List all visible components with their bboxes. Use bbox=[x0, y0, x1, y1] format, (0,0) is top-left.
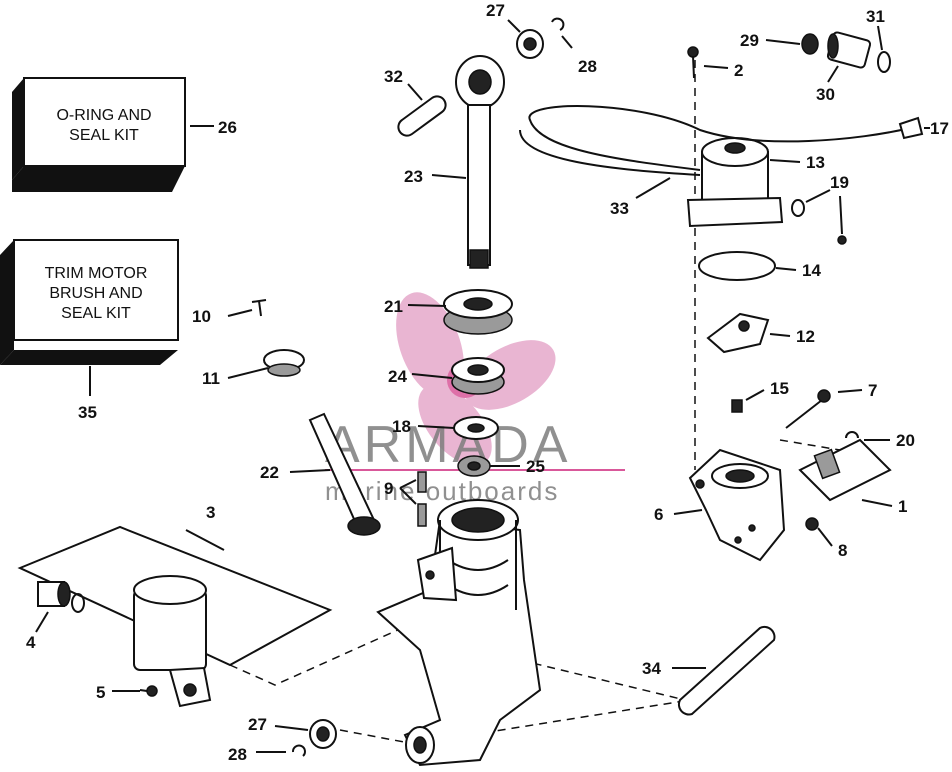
terminal-part-17 bbox=[898, 116, 924, 140]
callout-28-top: 28 bbox=[578, 57, 597, 76]
screws-part-9 bbox=[417, 471, 427, 527]
washer-part-18 bbox=[453, 416, 499, 440]
trim-rod-part-23 bbox=[455, 55, 505, 269]
callout-26: 26 bbox=[218, 118, 237, 137]
nut-part-25 bbox=[457, 455, 491, 477]
oring-seal-kit-box: O-RING AND SEAL KIT bbox=[12, 77, 186, 192]
valve-plate-part-1 bbox=[798, 438, 892, 502]
assembly-line-pin bbox=[519, 659, 686, 701]
callout-29: 29 bbox=[740, 31, 759, 50]
trim-kit-line2: BRUSH AND bbox=[49, 285, 142, 302]
callout-25: 25 bbox=[526, 457, 545, 476]
callout-32: 32 bbox=[384, 67, 403, 86]
bushing-part-4 bbox=[37, 581, 85, 613]
seal-part-12 bbox=[706, 312, 770, 354]
motor-part-13 bbox=[686, 137, 784, 228]
fitting-part-30 bbox=[826, 31, 872, 69]
oring-part-14 bbox=[698, 251, 776, 281]
reservoir bbox=[133, 575, 212, 708]
assembly-line-pump bbox=[469, 699, 691, 736]
tube-part-22 bbox=[308, 412, 381, 536]
callout-5: 5 bbox=[96, 683, 105, 702]
screw-part-8 bbox=[805, 517, 819, 531]
callout-27-bottom: 27 bbox=[248, 715, 267, 734]
cap-part-11 bbox=[263, 349, 305, 377]
callout-24: 24 bbox=[388, 367, 407, 386]
pivot-pin-part-34 bbox=[677, 625, 776, 716]
callout-8: 8 bbox=[838, 541, 847, 560]
callout-17: 17 bbox=[930, 119, 949, 138]
screw-part-10 bbox=[251, 299, 267, 317]
callout-12: 12 bbox=[796, 327, 815, 346]
trim-motor-kit-box: TRIM MOTOR BRUSH AND SEAL KIT bbox=[0, 239, 179, 365]
callout-13: 13 bbox=[806, 153, 825, 172]
callout-4: 4 bbox=[26, 633, 36, 652]
callout-9: 9 bbox=[384, 479, 393, 498]
screw-part-19 bbox=[791, 199, 847, 245]
callout-23: 23 bbox=[404, 167, 423, 186]
callout-28-bottom: 28 bbox=[228, 745, 247, 764]
trim-kit-line1: TRIM MOTOR bbox=[45, 265, 148, 282]
callout-20: 20 bbox=[896, 431, 915, 450]
callout-30: 30 bbox=[816, 85, 835, 104]
clip-part-20 bbox=[845, 431, 859, 439]
callout-27-top: 27 bbox=[486, 1, 505, 20]
callout-10: 10 bbox=[192, 307, 211, 326]
screw-part-5 bbox=[139, 685, 158, 697]
oring-part-31 bbox=[877, 51, 891, 73]
callout-22: 22 bbox=[260, 463, 279, 482]
pin-part-32 bbox=[397, 95, 447, 137]
callout-2: 2 bbox=[734, 61, 743, 80]
piston-part-24 bbox=[451, 357, 505, 395]
callout-33: 33 bbox=[610, 199, 629, 218]
cap-part-21 bbox=[443, 289, 513, 335]
screw-part-15 bbox=[731, 399, 743, 413]
callout-3: 3 bbox=[206, 503, 215, 522]
clip-part-28-top bbox=[551, 17, 565, 31]
callout-14: 14 bbox=[802, 261, 821, 280]
oring-part-29 bbox=[801, 33, 819, 55]
callout-11: 11 bbox=[202, 369, 220, 388]
oring-kit-line1: O-RING AND bbox=[56, 107, 151, 124]
callout-15: 15 bbox=[770, 379, 789, 398]
callout-labels: 26 35 10 11 22 3 4 5 27 28 32 23 21 24 1… bbox=[26, 1, 949, 764]
callout-35: 35 bbox=[78, 403, 97, 422]
trim-kit-line3: SEAL KIT bbox=[61, 305, 131, 322]
assembly-line-valve bbox=[779, 439, 841, 451]
bushing-part-27-bottom bbox=[309, 719, 337, 749]
callout-34: 34 bbox=[642, 659, 661, 678]
clip-part-28-bottom bbox=[292, 744, 306, 757]
bushing-part-27-top bbox=[516, 29, 544, 59]
trim-cylinder-housing bbox=[376, 499, 542, 767]
oring-kit-line2: SEAL KIT bbox=[69, 127, 139, 144]
callout-6: 6 bbox=[654, 505, 663, 524]
callout-18: 18 bbox=[392, 417, 411, 436]
screw-part-7 bbox=[785, 389, 831, 429]
assembly-line-base bbox=[229, 619, 421, 686]
watermark-brand: ARMADA bbox=[325, 416, 571, 474]
motor-wire-harness-part-33 bbox=[519, 105, 911, 176]
screw-part-2 bbox=[687, 46, 699, 79]
leader-lines bbox=[35, 19, 930, 753]
callout-19: 19 bbox=[830, 173, 849, 192]
pump-body-part-6 bbox=[688, 448, 786, 562]
callout-21: 21 bbox=[384, 297, 403, 316]
callout-31: 31 bbox=[866, 7, 885, 26]
callout-7: 7 bbox=[868, 381, 877, 400]
callout-1: 1 bbox=[898, 497, 907, 516]
